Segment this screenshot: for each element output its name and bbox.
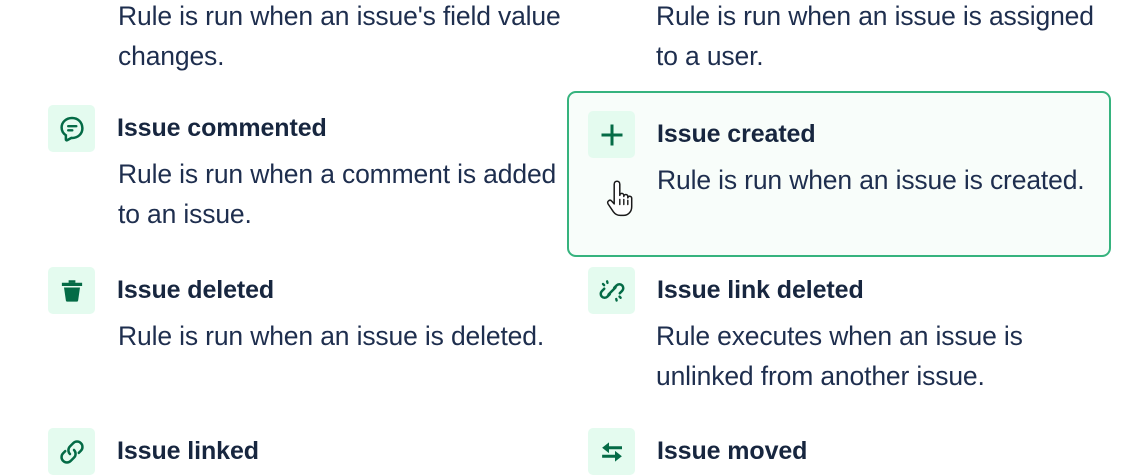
move-arrows-icon [588,428,635,475]
trigger-card-issue-link-deleted[interactable]: Issue link deleted Rule executes when an… [567,267,1111,396]
trigger-card-issue-created[interactable]: Issue created Rule is run when an issue … [567,91,1111,257]
trash-icon [48,267,95,314]
plus-icon [588,111,635,158]
trigger-title: Issue link deleted [657,276,864,304]
trigger-card-issue-moved[interactable]: Issue moved [567,428,1111,475]
partial-description-field-value-changed: Rule is run when an issue's field value … [118,1,561,71]
trigger-header: Issue created [569,93,1109,158]
trigger-card-issue-deleted[interactable]: Issue deleted Rule is run when an issue … [26,267,570,356]
trigger-header: Issue deleted [26,267,570,314]
link-icon [48,428,95,475]
trigger-card-issue-commented[interactable]: Issue commented Rule is run when a comme… [26,105,570,234]
trigger-header: Issue link deleted [567,267,1111,314]
trigger-description: Rule is run when an issue is created. [657,165,1085,195]
trigger-header: Issue commented [26,105,570,152]
trigger-title: Issue created [657,120,816,148]
trigger-card-issue-linked[interactable]: Issue linked [26,428,570,475]
trigger-description: Rule is run when a comment is added to a… [118,159,557,229]
trigger-title: Issue moved [657,437,808,465]
comment-icon [48,105,95,152]
partial-description-issue-assigned: Rule is run when an issue is assigned to… [656,1,1094,71]
trigger-description: Rule executes when an issue is unlinked … [656,321,1023,391]
trigger-header: Issue moved [567,428,1111,475]
broken-link-icon [588,267,635,314]
trigger-title: Issue commented [117,114,327,142]
trigger-header: Issue linked [26,428,570,475]
trigger-title: Issue linked [117,437,259,465]
trigger-description: Rule is run when an issue is deleted. [118,321,545,351]
trigger-title: Issue deleted [117,276,275,304]
